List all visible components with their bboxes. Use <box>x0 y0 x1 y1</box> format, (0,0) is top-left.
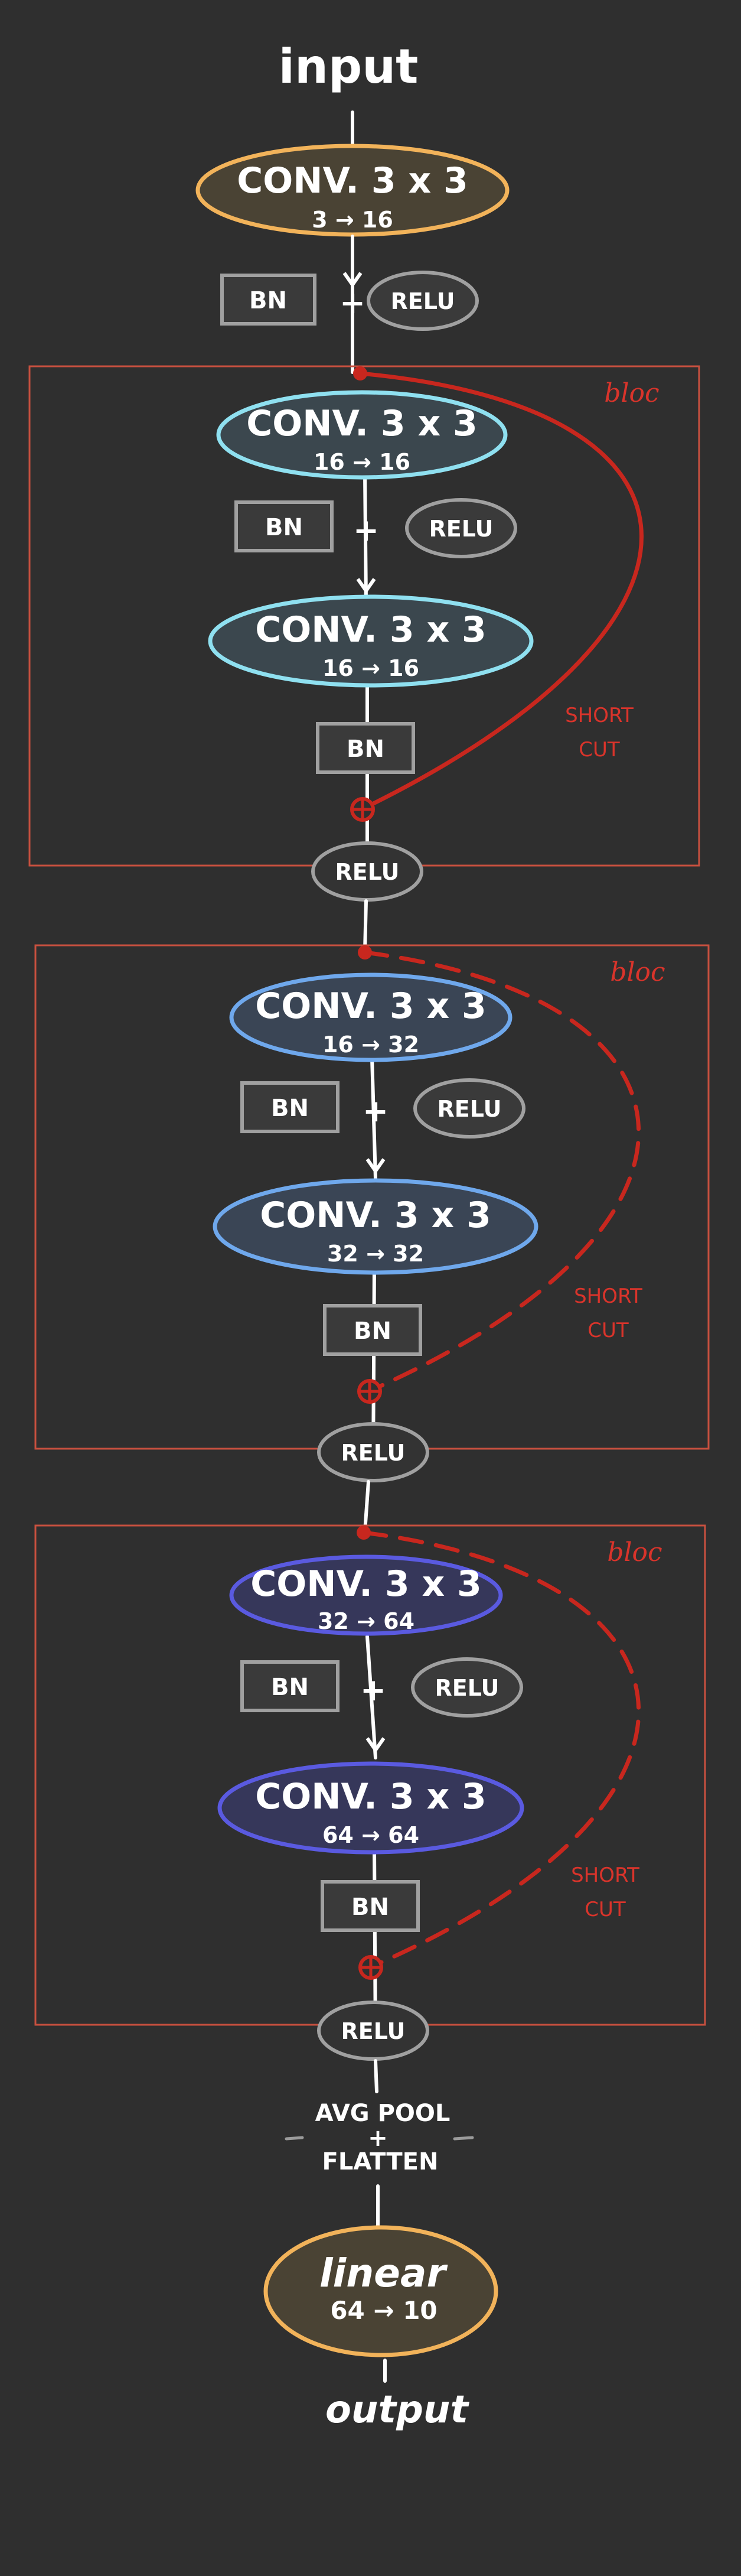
b3-bn-mid-box <box>240 1660 340 1712</box>
avgpool-label-1: AVG POOL <box>315 2100 451 2127</box>
edge-b2-mid <box>370 1056 377 1180</box>
shortcut-label-1a: SHORT <box>565 704 634 727</box>
avgpool-label-3: FLATTEN <box>322 2148 439 2175</box>
b1-conv1-dims: 16 → 16 <box>314 449 410 475</box>
b3-relu-out-label: RELU <box>341 2018 406 2044</box>
shortcut-label-3b: CUT <box>585 1898 626 1921</box>
arrow-head-icon <box>342 272 363 288</box>
b2-relu-out-node <box>317 1422 429 1482</box>
head-bn-box <box>220 274 316 326</box>
linear-dims: 64 → 10 <box>330 2296 437 2325</box>
block-1: bloc SHORT CUT CONV. 3 x 3 16 → 16 BN + … <box>28 365 700 888</box>
b1-bn-mid-box <box>234 500 334 552</box>
b3-bn-end-label: BN <box>351 1894 389 1921</box>
avgpool-label-2: + <box>368 2125 388 2152</box>
head-relu-node <box>367 271 479 331</box>
input-label: input <box>279 39 419 94</box>
shortcut-3 <box>361 1530 641 1970</box>
bloc-label-2: bloc <box>610 957 665 987</box>
b1-relu-out-label: RELU <box>335 859 400 885</box>
b2-plus: + <box>363 1094 389 1129</box>
b3-plus: + <box>360 1673 386 1708</box>
b1-conv2-dims: 16 → 16 <box>322 655 419 681</box>
b2-conv1-node <box>229 972 513 1062</box>
edge-b3-pool <box>374 2059 378 2093</box>
b1-plus: + <box>353 513 379 548</box>
bloc-label-1: bloc <box>604 378 659 408</box>
edge-b1-b2 <box>363 899 368 953</box>
head-bn-label: BN <box>249 287 287 314</box>
shortcut-1 <box>358 371 644 812</box>
output-label: output <box>325 2388 470 2432</box>
b1-conv1-title: CONV. 3 x 3 <box>246 403 478 444</box>
b3-conv1-node <box>229 1554 503 1636</box>
conv-first-dims: 3 → 16 <box>312 207 393 233</box>
head-relu-label: RELU <box>391 288 455 314</box>
shortcut-2 <box>363 950 641 1394</box>
linear-node <box>263 2225 498 2357</box>
conv-first-title: CONV. 3 x 3 <box>237 160 468 201</box>
b3-relu-out-node <box>317 2001 429 2061</box>
b3-bn-end-box <box>321 1880 420 1932</box>
arrow-b1-icon <box>356 578 376 594</box>
linear-title: linear <box>319 2250 448 2296</box>
b2-bn-mid-box <box>240 1081 340 1133</box>
b1-conv2-node <box>208 594 534 688</box>
b3-relu-mid-label: RELU <box>435 1675 500 1701</box>
b2-conv2-title: CONV. 3 x 3 <box>260 1195 491 1236</box>
b2-conv2-node <box>213 1178 538 1275</box>
head-plus: + <box>340 285 365 321</box>
shortcut-label-2a: SHORT <box>574 1284 642 1308</box>
b2-relu-out-label: RELU <box>341 1440 406 1466</box>
b1-bn-end-box <box>316 722 415 774</box>
edge-b2-b3 <box>363 1480 370 1533</box>
bloc-label-3: bloc <box>607 1537 662 1567</box>
b1-conv2-title: CONV. 3 x 3 <box>255 609 487 650</box>
edge-b3-mid <box>365 1635 377 1759</box>
arrow-b2-icon <box>365 1158 386 1175</box>
b3-bn-mid-label: BN <box>271 1674 309 1701</box>
shortcut-label-2b: CUT <box>587 1319 629 1342</box>
b1-bn-end-label: BN <box>347 736 384 763</box>
b2-relu-mid-node <box>413 1078 525 1139</box>
b3-relu-mid-node <box>411 1657 523 1718</box>
b3-conv2-title: CONV. 3 x 3 <box>255 1776 487 1817</box>
b2-bn-end-box <box>323 1304 422 1356</box>
b1-bn-mid-label: BN <box>265 514 303 541</box>
b2-relu-mid-label: RELU <box>438 1096 502 1122</box>
flatten-dash-right <box>453 2136 474 2141</box>
flatten-dash-left <box>285 2136 304 2141</box>
block-3: bloc SHORT CUT CONV. 3 x 3 32 → 64 BN + … <box>34 1524 706 2046</box>
edge-b1-mid <box>363 471 368 604</box>
b3-conv1-dims: 32 → 64 <box>318 1608 414 1634</box>
arrow-b3-icon <box>365 1737 386 1754</box>
b2-conv1-title: CONV. 3 x 3 <box>255 985 487 1027</box>
b2-conv2-dims: 32 → 32 <box>327 1241 424 1267</box>
b1-relu-mid-node <box>405 498 517 558</box>
shortcut-label-3a: SHORT <box>571 1863 639 1887</box>
block-2: bloc SHORT CUT CONV. 3 x 3 16 → 32 BN + … <box>34 944 710 1467</box>
b2-bn-end-label: BN <box>354 1318 391 1345</box>
b1-relu-mid-label: RELU <box>429 516 494 542</box>
shortcut-label-1b: CUT <box>579 738 620 762</box>
b3-conv1-title: CONV. 3 x 3 <box>250 1563 482 1605</box>
b3-conv2-dims: 64 → 64 <box>322 1822 419 1848</box>
b2-conv1-dims: 16 → 32 <box>322 1032 419 1058</box>
b1-conv1-node <box>216 390 508 480</box>
b2-bn-mid-label: BN <box>271 1095 309 1122</box>
b3-conv2-node <box>217 1761 524 1855</box>
